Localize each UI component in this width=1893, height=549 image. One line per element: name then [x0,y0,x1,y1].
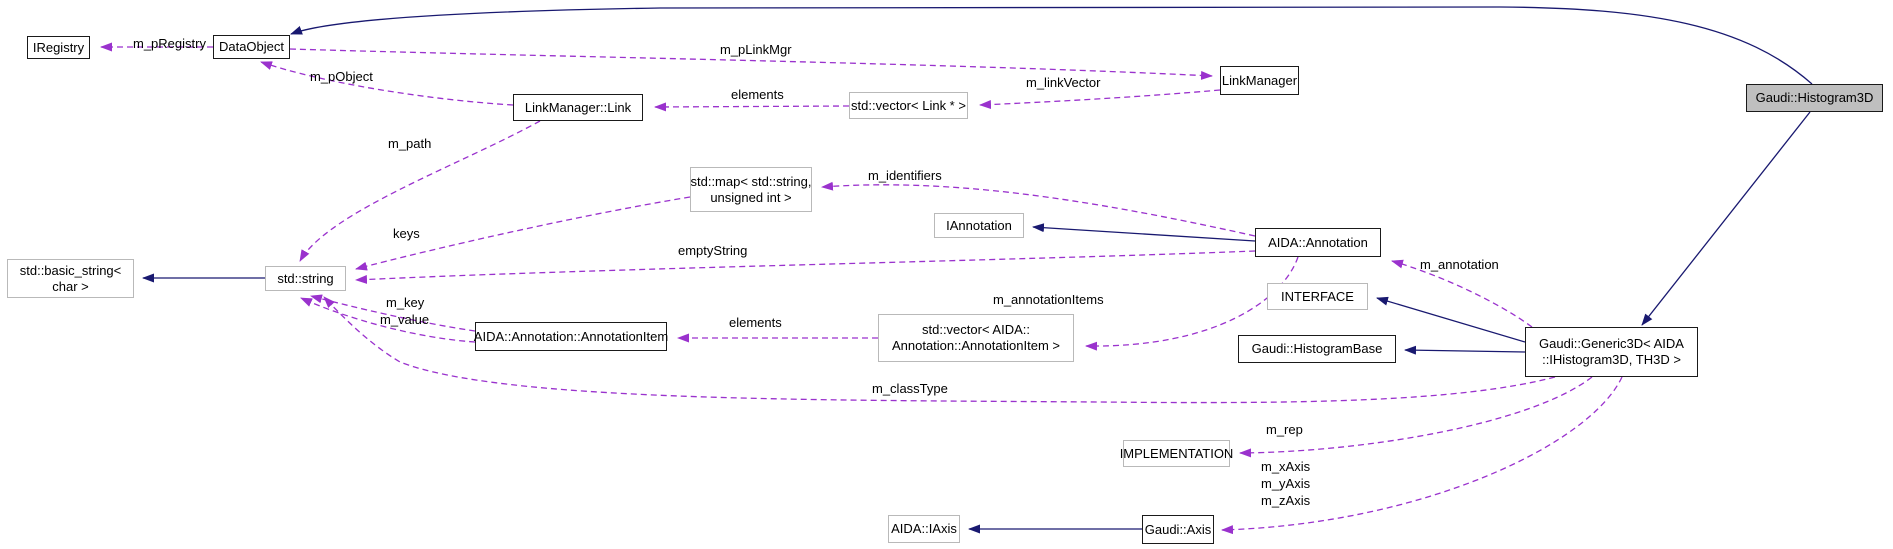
edge-generic3d-histogrambase [1404,345,1526,355]
edge-m-annotationitems [1085,256,1299,351]
node-std-vector-annotation-item: std::vector< AIDA::Annotation::Annotatio… [878,314,1074,362]
edge-label-elements-links: elements [731,87,784,102]
node-label: std::map< std::string, [690,173,812,189]
node-label: IAnnotation [946,217,1012,233]
node-gaudi-histogram3d: Gaudi::Histogram3D [1746,84,1883,112]
node-std-map: std::map< std::string,unsigned int > [690,167,812,212]
edge-m-linkvector [979,89,1221,110]
edge-label-m-plinkmgr: m_pLinkMgr [720,42,792,57]
node-linkmanager-link[interactable]: LinkManager::Link [513,94,643,121]
edge-m-pobject [260,61,514,106]
node-implementation: IMPLEMENTATION [1120,440,1233,467]
edge-m-value [300,297,476,343]
edge-label-m-pobject: m_pObject [310,69,373,84]
edge-label-keys: keys [393,226,420,241]
node-iannotation: IAnnotation [934,213,1024,238]
node-label: AIDA::Annotation::AnnotationItem [473,328,669,344]
edge-label-m-key: m_key [386,295,425,310]
node-label: AIDA::Annotation [1268,234,1368,250]
edge-label-m-path: m_path [388,136,432,151]
edge-label-m-annotation: m_annotation [1420,257,1499,272]
edge-label-m-rep: m_rep [1266,422,1303,437]
node-label: unsigned int > [710,189,792,205]
edge-elements-links [654,102,850,112]
node-aida-iaxis: AIDA::IAxis [888,515,960,543]
node-label: Gaudi::Histogram3D [1755,90,1874,105]
edge-emptystring [355,250,1256,284]
edge-label-m-zaxis: m_zAxis [1261,493,1311,508]
node-label: IRegistry [32,39,85,55]
node-label: LinkManager [1221,72,1298,88]
edge-label-elements-items: elements [729,315,782,330]
node-label: Gaudi::HistogramBase [1251,341,1383,356]
edge-label-m-annotationitems: m_annotationItems [993,292,1104,307]
node-annotation-item[interactable]: AIDA::Annotation::AnnotationItem [473,322,669,351]
node-label: ::IHistogram3D, TH3D > [1542,352,1681,367]
edge-label-m-classtype: m_classType [872,381,948,396]
node-label: std::basic_string< [19,262,122,278]
node-label: DataObject [218,39,285,54]
node-std-basic-string: std::basic_string<char > [7,259,134,298]
edge-label-m-linkvector: m_linkVector [1026,75,1101,90]
node-label: std::vector< AIDA:: [921,322,1031,337]
node-label: IMPLEMENTATION [1119,445,1234,461]
edge-keys [355,196,691,271]
node-label: std::vector< Link * > [851,97,966,113]
edge-label-m-value: m_value [380,312,430,327]
edge-histogram3d-generic3d [1641,111,1811,326]
node-dataobject[interactable]: DataObject [213,35,290,59]
edge-m-xyzaxis [1221,376,1623,535]
edge-label-m-yaxis: m_yAxis [1261,476,1311,491]
node-std-string: std::string [265,266,346,291]
node-label: Gaudi::Generic3D< AIDA [1539,336,1684,351]
edge-label-emptystring: emptyString [678,243,748,258]
edge-label-m-pregistry: m_pRegistry [133,36,206,51]
node-gaudi-axis[interactable]: Gaudi::Axis [1142,515,1214,544]
edge-annotation-iannotation [1032,223,1256,242]
node-aida-annotation[interactable]: AIDA::Annotation [1255,228,1381,257]
node-label: LinkManager::Link [524,99,632,115]
node-iregistry[interactable]: IRegistry [27,36,90,59]
node-label: INTERFACE [1281,288,1354,304]
edge-m-path [299,120,541,262]
node-label: Gaudi::Axis [1144,521,1212,537]
node-gaudi-generic3d[interactable]: Gaudi::Generic3D< AIDA::IHistogram3D, TH… [1525,327,1698,377]
node-label: AIDA::IAxis [891,521,957,536]
edge-histogram3d-dataobject [290,6,1813,85]
node-label: Annotation::AnnotationItem > [891,338,1061,353]
node-interface: INTERFACE [1267,283,1368,310]
node-label: char > [52,278,89,294]
edge-label-m-identifiers: m_identifiers [868,168,942,183]
node-label: std::string [277,270,334,286]
node-gaudi-histogrambase[interactable]: Gaudi::HistogramBase [1238,335,1396,363]
edge-m-plinkmgr [289,48,1213,80]
node-linkmanager[interactable]: LinkManager [1220,66,1299,95]
edge-m-rep [1239,376,1593,458]
edge-label-m-xaxis: m_xAxis [1261,459,1311,474]
edge-generic3d-interface [1376,296,1526,343]
edge-m-identifiers [821,181,1256,237]
node-std-vector-link-ptr: std::vector< Link * > [849,92,968,119]
